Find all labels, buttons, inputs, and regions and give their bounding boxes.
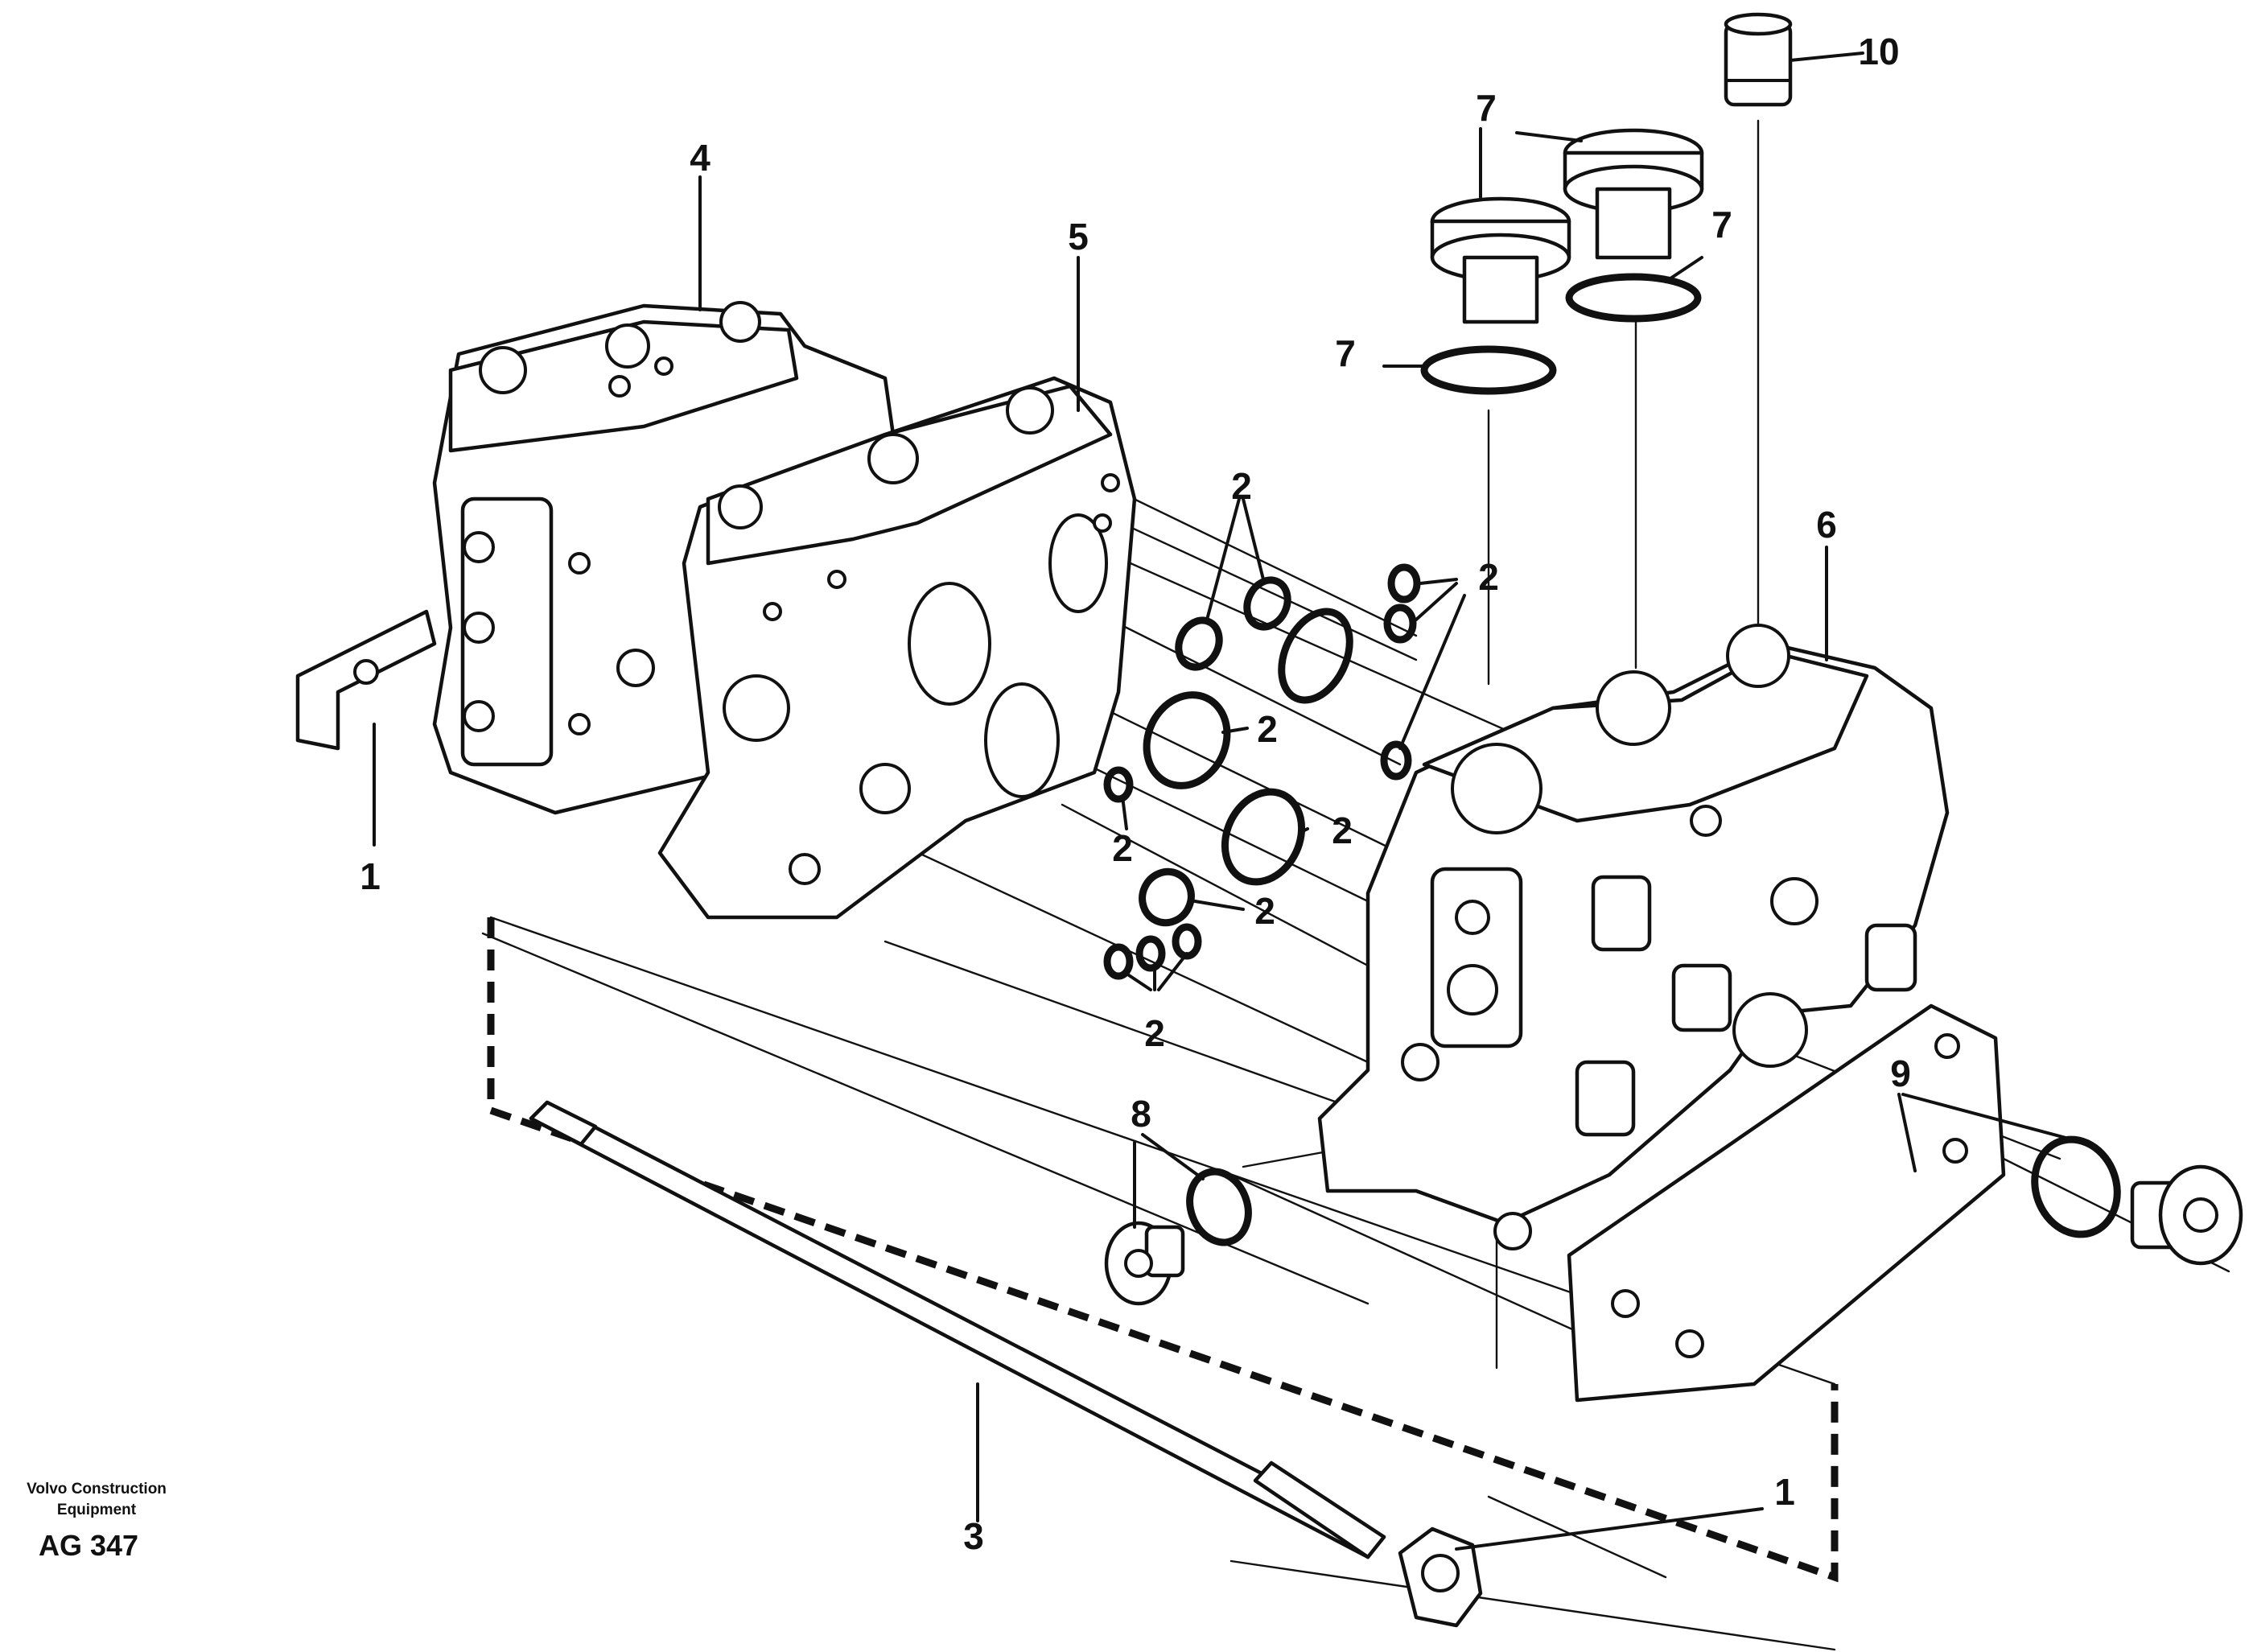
- callout-8: 8: [1131, 1093, 1151, 1135]
- callout-2-c: 2: [1257, 708, 1278, 750]
- callout-9: 9: [1890, 1053, 1911, 1094]
- tie-rod-3: [529, 1100, 1386, 1559]
- callout-7-left: 7: [1335, 332, 1356, 374]
- callout-1-right: 1: [1774, 1471, 1795, 1513]
- callout-7-right: 7: [1711, 204, 1732, 245]
- callout-labels: 4 5 6 1 1 3 10 7 7 7 2 2 2 2 2 2 2 8 9: [360, 31, 1911, 1557]
- o-rings-2: [1103, 563, 1421, 980]
- callout-4: 4: [690, 137, 710, 179]
- plug-9: [2031, 1135, 2243, 1266]
- callout-5: 5: [1068, 216, 1089, 257]
- callout-2-d: 2: [1112, 827, 1133, 869]
- figure-code: AG 347: [38, 1529, 139, 1562]
- valve-section-6: [1317, 624, 2006, 1403]
- plug-7-left: [1420, 196, 1571, 395]
- callout-1-left: 1: [360, 855, 381, 897]
- plug-10: [1724, 12, 1793, 107]
- callout-2-f: 2: [1254, 890, 1275, 932]
- valve-section-5: [657, 376, 1137, 920]
- callout-6: 6: [1816, 504, 1837, 546]
- callout-2-b: 2: [1478, 556, 1499, 598]
- callout-2-a: 2: [1231, 465, 1252, 507]
- callout-2-g: 2: [1144, 1012, 1165, 1054]
- credit-company-line-1: Volvo Construction: [27, 1481, 167, 1498]
- callout-3: 3: [963, 1515, 984, 1557]
- callout-2-e: 2: [1332, 810, 1353, 851]
- plug-8: [1104, 1168, 1252, 1306]
- credit-company-line-2: Equipment: [56, 1502, 137, 1518]
- leader-lines: [373, 51, 2086, 1551]
- callout-10: 10: [1858, 31, 1899, 72]
- callout-7-top: 7: [1476, 87, 1497, 129]
- plug-7-right: [1563, 128, 1704, 323]
- nut-1: [1398, 1526, 1483, 1628]
